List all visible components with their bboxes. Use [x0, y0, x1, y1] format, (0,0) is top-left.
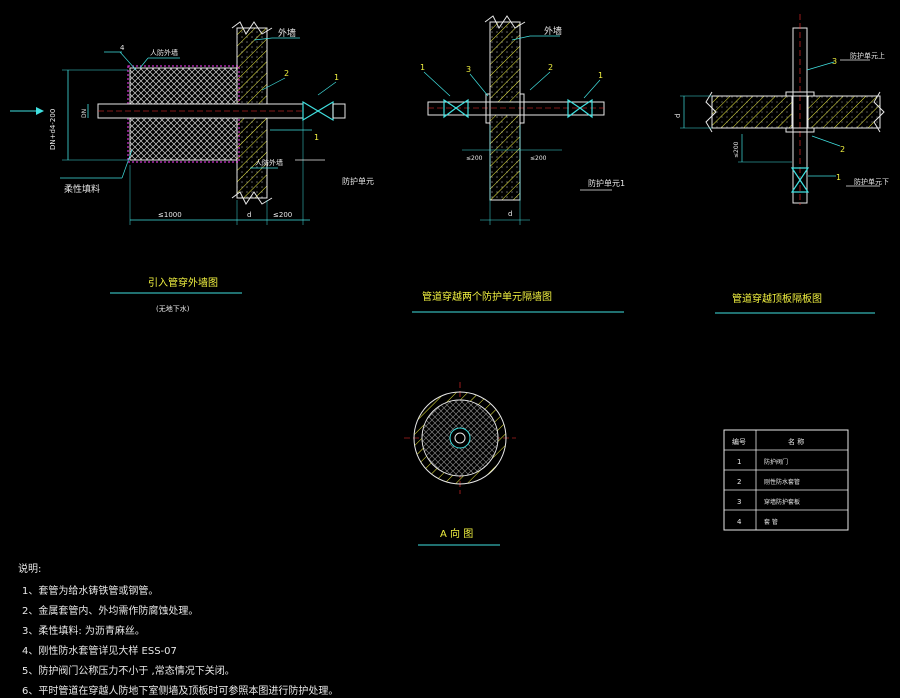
fig2-callout-2: 2: [548, 63, 553, 72]
legend-header-name: 名 称: [788, 437, 804, 446]
fig3-callout-2: 2: [840, 145, 845, 154]
fig3-label-unit-bottom: 防护单元下: [854, 177, 889, 186]
fig2-callout-3: 3: [466, 65, 471, 74]
fig1-valve: [302, 100, 320, 122]
fig2-label-protect-unit: 防护单元1: [588, 178, 625, 188]
fig1-callout-4: 4: [120, 44, 125, 52]
fig3-dim-d: d: [674, 114, 682, 118]
fig3-callout-1: 1: [836, 173, 841, 182]
fig1-label-flexible-fill: 柔性填料: [64, 183, 100, 195]
fig1-label-protect-unit: 防护单元: [342, 176, 374, 186]
fig2-title: 管道穿越两个防护单元隔墙图: [422, 290, 552, 303]
note-item: 4、刚性防水套管详见大样 ESS-07: [22, 644, 177, 657]
legend-row-no: 3: [737, 498, 741, 506]
legend-row-name: 穿墙防护套板: [764, 498, 800, 506]
legend-header-no: 编号: [732, 437, 746, 446]
fig1-dim-200: ≤200: [273, 211, 292, 219]
fig4-title: A 向 图: [440, 527, 473, 540]
fig2-callout-1: 1: [420, 63, 425, 72]
fig1-callout-1b: 1: [314, 133, 319, 142]
legend-row-no: 4: [737, 518, 742, 526]
fig3-pipe-through-slab: 3 防护单元上 2 1 防护单元下 d ≤200 管道穿越顶板隔板图: [674, 14, 889, 314]
note-item: 1、套管为给水铸铁管或钢管。: [22, 584, 158, 597]
fig1-dim-left: DN+d4-200: [49, 109, 57, 150]
fig2-pipe-through-partition: 1 3 外墙 2 1 ≤200 ≤200 d 防护单元1 管道穿越两个防护单元隔…: [412, 15, 625, 313]
fig1-pipe-through-outer-wall: 4 人防外墙 外墙 2 1 1 柔性填料 人防外墙 防护单元 DN+d4-200…: [10, 21, 374, 313]
fig1-label-outer-wall: 外墙: [278, 27, 296, 39]
fig3-label-unit-top: 防护单元上: [850, 51, 885, 60]
note-item: 3、柔性填料: 为沥青麻丝。: [22, 624, 145, 637]
fig3-dim-200: ≤200: [733, 141, 740, 158]
fig1-dim-dn: DN: [81, 109, 88, 118]
legend-row-no: 1: [737, 458, 741, 466]
notes-heading: 说明:: [18, 562, 41, 575]
legend-row-name: 套 管: [764, 518, 778, 526]
fig1-subtitle: (无地下水): [156, 304, 190, 313]
fig1-callout-1: 1: [334, 73, 339, 82]
fig3-valve: [790, 167, 810, 182]
legend-row-name: 刚性防水套管: [764, 478, 800, 486]
note-item: 5、防护阀门公称压力不小于 ,常态情况下关闭。: [22, 664, 235, 677]
fig3-title: 管道穿越顶板隔板图: [732, 292, 822, 305]
fig4-a-view: A 向 图: [404, 382, 516, 546]
legend-row-name: 防护阀门: [764, 458, 788, 466]
fig1-label-civil-wall: 人防外墙: [255, 158, 283, 167]
fig2-dim-d: d: [508, 210, 512, 218]
fig1-label-civil-outer-wall: 人防外墙: [150, 48, 178, 57]
fig4-pipe-center: [454, 432, 466, 444]
note-item: 2、金属套管内、外均需作防腐蚀处理。: [22, 604, 198, 617]
fig2-valve-right: [567, 98, 582, 119]
fig1-dim-length: ≤1000: [158, 211, 182, 219]
notes: 说明: 1、套管为给水铸铁管或钢管。 2、金属套管内、外均需作防腐蚀处理。 3、…: [18, 562, 338, 697]
fig2-valve-left: [443, 98, 458, 119]
fig2-dim-b: ≤200: [530, 155, 547, 162]
fig1-callout-2: 2: [284, 69, 289, 78]
fig1-title: 引入管穿外墙图: [148, 276, 218, 289]
legend-table: 编号 名 称 1 防护阀门 2 刚性防水套管 3 穿墙防护套板 4 套 管: [723, 429, 849, 531]
fig2-label-outer-wall: 外墙: [544, 25, 562, 37]
note-item: 6、平时管道在穿越人防地下室侧墙及顶板时可参照本图进行防护处理。: [22, 684, 338, 697]
fig2-callout-1b: 1: [598, 71, 603, 80]
fig2-dim-a: ≤200: [466, 155, 483, 162]
fig3-callout-3: 3: [832, 57, 837, 66]
flow-arrow-icon: [36, 107, 44, 115]
legend-row-no: 2: [737, 478, 741, 486]
fig2-pipe: [427, 101, 605, 116]
fig1-dim-d: d: [247, 211, 251, 219]
